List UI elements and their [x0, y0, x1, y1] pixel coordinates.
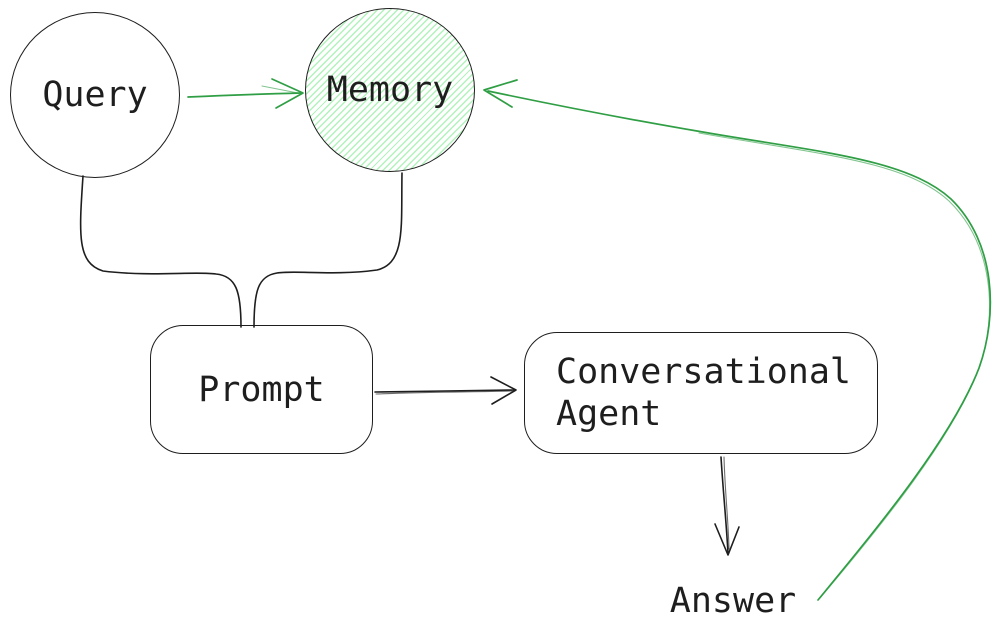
- edge-query-to-memory-shaft-sketch: [261, 85, 299, 94]
- edge-prompt-to-agent-arrowhead: [490, 376, 517, 405]
- node-answer-text: Answer: [650, 580, 816, 622]
- edge-answer-to-memory-arrowhead: [483, 79, 518, 108]
- edge-agent-to-answer-arrowhead: [714, 523, 740, 556]
- edge-query-to-memory-shaft: [187, 92, 302, 98]
- node-conversational-agent-label: Conversational Agent: [556, 352, 873, 434]
- edge-query-to-prompt: [79, 175, 242, 328]
- edge-agent-to-answer-shaft-sketch: [723, 456, 730, 550]
- node-prompt-box: Prompt: [150, 325, 373, 454]
- node-prompt-label: Prompt: [198, 369, 325, 410]
- node-query-circle: Query: [10, 12, 180, 178]
- edge-prompt-to-agent-shaft: [374, 389, 516, 393]
- node-memory-label: Memory: [326, 70, 454, 110]
- node-memory-circle: Memory: [305, 8, 475, 172]
- edge-agent-to-answer-shaft: [720, 456, 729, 554]
- node-answer-label: Answer: [669, 581, 797, 621]
- edge-memory-to-prompt: [253, 172, 403, 328]
- edge-prompt-to-agent-shaft-sketch: [375, 390, 513, 395]
- edge-query-to-memory-arrowhead: [271, 78, 304, 109]
- node-conversational-agent-box: Conversational Agent: [524, 332, 878, 454]
- node-query-label: Query: [42, 75, 148, 115]
